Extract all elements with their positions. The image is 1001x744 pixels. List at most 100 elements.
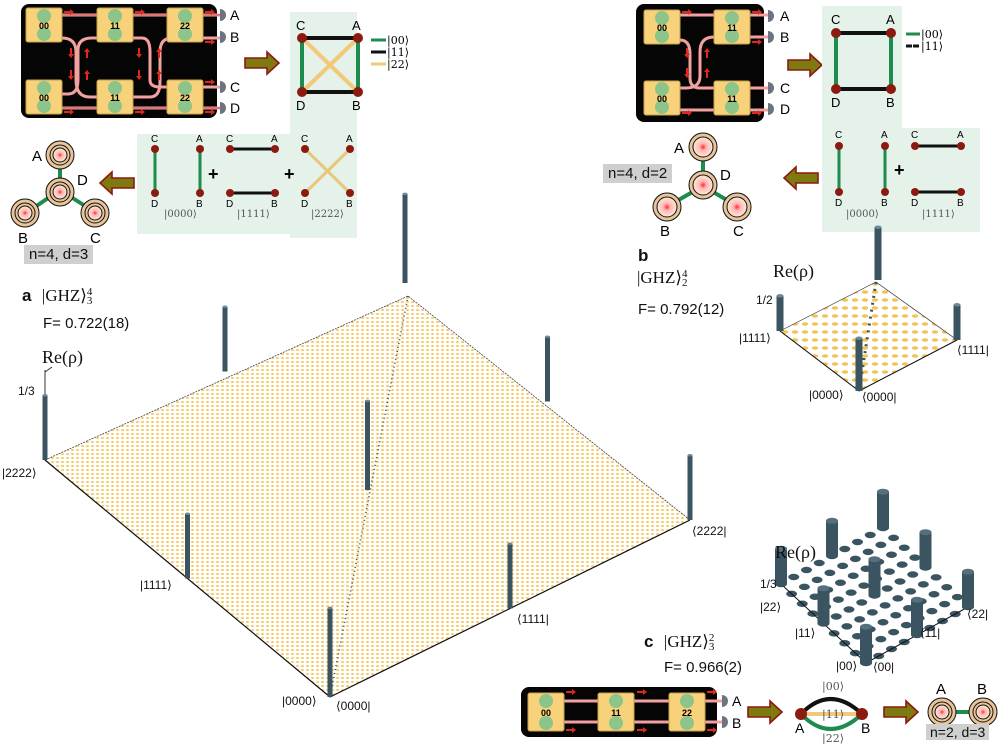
floor-disc [928, 591, 940, 598]
floor-disc [843, 606, 855, 613]
density-bar [776, 294, 784, 331]
density-bar [545, 335, 550, 402]
floor-disc [875, 635, 887, 643]
process-arrow-right [244, 51, 280, 75]
floor-disc [907, 571, 919, 578]
chip-source-row-top: 00 11 22 [25, 7, 204, 43]
detector-label-C: C [230, 79, 240, 95]
svg-text:B: B [977, 681, 987, 698]
floor-disc [890, 612, 902, 619]
panel-b-star: A D B C [652, 132, 752, 240]
floor-disc [930, 574, 942, 581]
density-bar [365, 399, 370, 490]
detector-label-D: D [230, 100, 240, 116]
svg-text:11: 11 [110, 93, 120, 103]
zlabel-b: Re(ρ) [773, 261, 814, 281]
svg-text:C: C [733, 223, 744, 240]
ztick-c: 1/3 [760, 577, 777, 591]
chart-a-floor [44, 295, 691, 698]
process-arrow-right [787, 53, 823, 77]
floor-disc [841, 623, 853, 630]
detector-label-B: B [780, 29, 789, 45]
source-22-top: 22 [166, 7, 204, 43]
floor-disc [811, 576, 823, 584]
svg-text:B: B [271, 199, 278, 210]
source-11-top: 11 [96, 7, 134, 43]
density-bar [962, 568, 974, 610]
floor-disc [862, 548, 874, 556]
config-tag-b: n=4, d=2 [603, 164, 673, 183]
floor-disc [835, 579, 846, 586]
density-bar [817, 585, 830, 627]
density-bar [919, 529, 932, 571]
plus-sign: + [208, 164, 219, 184]
svg-text:C: C [835, 130, 842, 141]
floor-disc [875, 541, 887, 549]
qudit-ring-A [45, 140, 75, 170]
floor-disc [813, 559, 825, 567]
source-11-top: 11 [713, 9, 751, 45]
graph-node-D: D [296, 98, 305, 113]
density-bar [953, 303, 961, 340]
svg-text:D: D [301, 199, 308, 210]
zlabel-a: Re(ρ) [42, 347, 83, 367]
svg-text:B: B [660, 223, 670, 240]
density-bar [911, 596, 923, 638]
detector-label-A: A [780, 8, 790, 24]
graph-node-D: D [831, 95, 840, 110]
svg-text:A: A [196, 134, 203, 145]
floor-disc [854, 616, 866, 623]
legend-11: |11⟩ [387, 46, 409, 60]
panel-letter-b: b [638, 246, 649, 265]
legend-11: |11⟩ [921, 40, 943, 54]
density-bar [877, 488, 889, 531]
col-label-2222: ⟨2222| [692, 524, 727, 538]
source-00-bottom: 00 [643, 80, 681, 116]
floor-disc [830, 613, 842, 620]
qudit-ring-B [968, 697, 998, 727]
graph-node-B: B [861, 720, 870, 736]
source-00-top: 00 [25, 7, 63, 43]
density-bar [860, 623, 872, 666]
svg-text:22: 22 [180, 93, 190, 103]
floor-disc [909, 554, 921, 561]
edge-label-22: |22⟩ [822, 732, 844, 744]
floor-disc [926, 607, 938, 615]
decomp-label-1111: |1111⟩ [237, 209, 270, 220]
chart-c [775, 488, 974, 667]
svg-text:A: A [271, 134, 278, 145]
row-label-0000: |0000⟩ [282, 694, 317, 708]
floor-disc [917, 581, 929, 588]
qudit-ring-D [45, 177, 75, 207]
detector-label-B: B [732, 715, 741, 731]
svg-text:22: 22 [180, 21, 190, 31]
panel-c-graph: |00⟩ |11⟩ |22⟩ A B [795, 680, 870, 744]
density-bar [874, 225, 882, 280]
density-bar [687, 453, 693, 520]
source-00: 00 [527, 692, 565, 732]
floor-disc [847, 572, 859, 579]
floor-disc [858, 582, 870, 589]
chip-source-row-bottom: 00 11 22 [25, 79, 204, 115]
floor-disc [941, 584, 953, 591]
floor-disc [898, 544, 910, 551]
floor-disc [881, 585, 893, 592]
detectors [220, 9, 226, 114]
panel-c-chip: 00 11 22 A B [521, 687, 742, 737]
process-arrow-left [99, 171, 135, 195]
source-11: 11 [597, 692, 635, 732]
fidelity-a: F= 0.722(18) [43, 315, 130, 332]
svg-text:D: D [151, 199, 158, 210]
graph-node-B: B [352, 98, 361, 113]
svg-text:00: 00 [39, 21, 49, 31]
svg-text:A: A [936, 681, 946, 698]
star-node-A: A [32, 148, 42, 165]
col-label-1111: ⟨1111| [957, 343, 989, 357]
